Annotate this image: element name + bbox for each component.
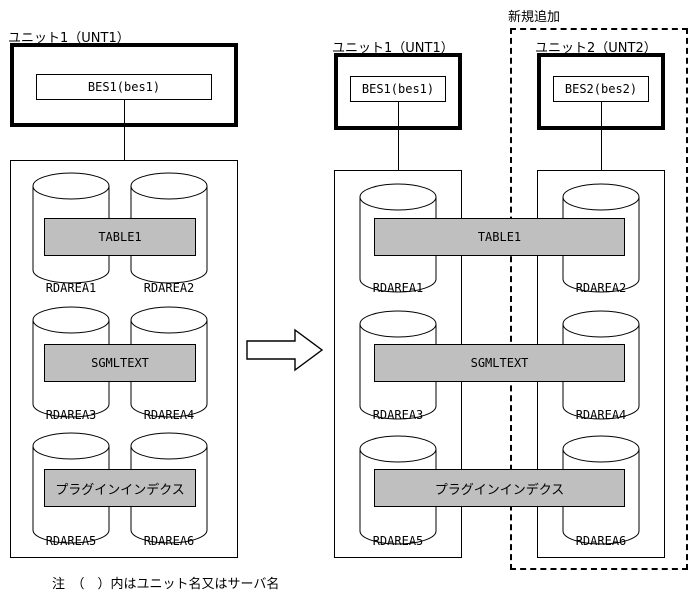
before-cylinder-rdarea4 — [130, 306, 208, 418]
after-cylinder-rdarea6 — [562, 435, 640, 545]
before-object-band-plugin-index: プラグインインデクス — [44, 469, 196, 507]
after-cylinder-rdarea3 — [359, 310, 437, 420]
before-rdarea-label-1: RDAREA1 — [45, 281, 97, 295]
after-bes1-box: BES1(bes1) — [350, 76, 446, 102]
before-connector-line — [124, 100, 125, 160]
before-cylinder-rdarea3 — [32, 306, 110, 418]
after-cylinder-rdarea1 — [359, 183, 437, 293]
before-rdarea-label-5: RDAREA5 — [45, 534, 97, 548]
after-rdarea-label-1: RDAREA1 — [372, 281, 424, 295]
diagram-note: 注 （ ）内はユニット名又はサーバ名 — [52, 577, 280, 592]
before-bes1-box: BES1(bes1) — [36, 74, 212, 100]
after-rdarea-label-6: RDAREA6 — [575, 534, 627, 548]
before-object-band-table1: TABLE1 — [44, 218, 196, 256]
before-rdarea-label-2: RDAREA2 — [143, 281, 195, 295]
after-rdarea-label-2: RDAREA2 — [575, 281, 627, 295]
after-rdarea-label-5: RDAREA5 — [372, 534, 424, 548]
after-unit1-connector-line — [398, 102, 399, 170]
after-unit1-label: ユニット1（UNT1） — [332, 41, 454, 56]
after-rdarea-label-3: RDAREA3 — [372, 408, 424, 422]
before-rdarea-label-4: RDAREA4 — [143, 408, 195, 422]
transition-arrow — [245, 328, 325, 377]
before-cylinder-rdarea6 — [130, 432, 208, 544]
after-unit2-connector-line — [601, 102, 602, 170]
after-object-band-sgmltext: SGMLTEXT — [374, 344, 625, 382]
before-unit1-label: ユニット1（UNT1） — [8, 31, 130, 46]
before-cylinder-rdarea2 — [130, 172, 208, 284]
before-object-band-sgmltext: SGMLTEXT — [44, 344, 196, 382]
after-rdarea-label-4: RDAREA4 — [575, 408, 627, 422]
new-addition-label: 新規追加 — [508, 10, 561, 25]
before-cylinder-rdarea1 — [32, 172, 110, 284]
after-object-band-plugin-index: プラグインインデクス — [374, 469, 625, 507]
new-addition-dashed-region — [510, 28, 688, 570]
after-bes2-box: BES2(bes2) — [553, 76, 649, 102]
before-rdarea-label-3: RDAREA3 — [45, 408, 97, 422]
after-cylinder-rdarea4 — [562, 310, 640, 420]
before-rdarea-label-6: RDAREA6 — [143, 534, 195, 548]
after-cylinder-rdarea5 — [359, 435, 437, 545]
after-unit2-label: ユニット2（UNT2） — [535, 41, 657, 56]
after-object-band-table1: TABLE1 — [374, 218, 625, 256]
